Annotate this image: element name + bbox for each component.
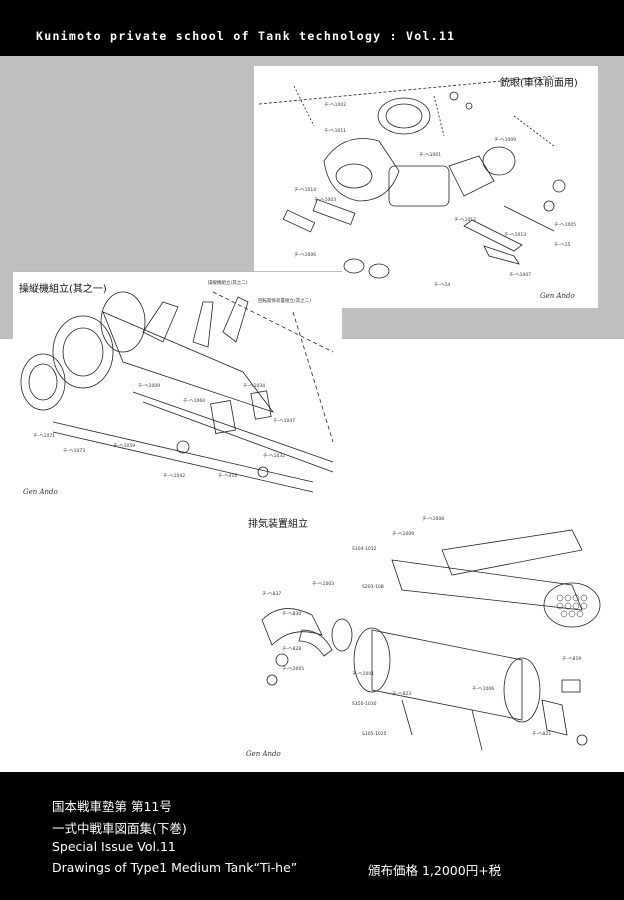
svg-text:S150-1030: S150-1030 (352, 701, 377, 707)
svg-text:回転関係装置組立(其之二): 回転関係装置組立(其之二) (258, 297, 311, 304)
svg-text:チ-ヘ828: チ-ヘ828 (282, 646, 301, 652)
svg-text:チ-ヘ1011: チ-ヘ1011 (324, 128, 346, 134)
svg-text:チ-ヘ1042: チ-ヘ1042 (163, 473, 185, 479)
footer-band: 国本戦車塾第 第11号 一式中戦車図面集(下巻) Special Issue V… (0, 772, 624, 900)
svg-text:チ-ヘ1059: チ-ヘ1059 (113, 443, 135, 449)
svg-text:チ-ヘ1003: チ-ヘ1003 (312, 581, 334, 587)
svg-text:チ-ヘ1014: チ-ヘ1014 (294, 187, 316, 193)
issue-subtitle: Special Issue Vol.11 (52, 839, 176, 854)
svg-text:チ-ヘ837: チ-ヘ837 (262, 591, 281, 597)
svg-text:チ-ヘ1013: チ-ヘ1013 (504, 232, 526, 238)
svg-text:チ-ヘ1001: チ-ヘ1001 (352, 671, 374, 677)
svg-text:チ-ヘ819: チ-ヘ819 (562, 656, 581, 662)
drawing-gun-port: チ-ヘ1002 チ-ヘ1011 チ-ヘ1001 チ-ヘ1009 チ-ヘ1014 チ-ヘ… (254, 66, 598, 308)
svg-text:S105-1025: S105-1025 (362, 731, 387, 737)
signature: Gen Ando (246, 750, 281, 758)
header-band: Kunimoto private school of Tank technolo… (0, 0, 624, 56)
svg-text:S104-1012: S104-1012 (352, 546, 377, 552)
svg-text:チ-ヘ1034: チ-ヘ1034 (243, 383, 265, 389)
issue-english-title: Drawings of Type1 Medium Tank“Ti-he” (52, 860, 298, 875)
svg-text:チ-ヘ1005: チ-ヘ1005 (282, 666, 304, 672)
svg-text:チ-ヘ1009: チ-ヘ1009 (494, 137, 516, 143)
svg-text:チ-ヘ1006: チ-ヘ1006 (472, 686, 494, 692)
svg-text:チ-ヘ1008: チ-ヘ1008 (422, 516, 444, 522)
svg-text:チ-ヘ1005: チ-ヘ1005 (554, 222, 576, 228)
svg-text:チ-ヘ1047: チ-ヘ1047 (273, 418, 295, 424)
signature: Gen Ando (540, 292, 575, 300)
svg-text:チ-ヘ1007: チ-ヘ1007 (509, 272, 531, 278)
svg-text:チ-ヘ1009: チ-ヘ1009 (392, 531, 414, 537)
issue-number: 国本戦車塾第 第11号 (52, 799, 172, 814)
gun-port-illustration: チ-ヘ1002 チ-ヘ1011 チ-ヘ1001 チ-ヘ1009 チ-ヘ1014 チ-ヘ… (258, 75, 576, 288)
drawing-title-exhaust: 排気装置組立 (248, 519, 308, 530)
svg-text:チ-ヘ14: チ-ヘ14 (434, 282, 450, 288)
svg-text:操縦機組立(其之二): 操縦機組立(其之二) (208, 279, 248, 286)
svg-text:チ-ヘ15: チ-ヘ15 (554, 242, 570, 248)
svg-text:チ-ヘ416: チ-ヘ416 (218, 473, 237, 479)
issue-title: 一式中戦車図面集(下巻) (52, 821, 187, 836)
drawing-title-gun-port: 銃眼(車体前面用) (500, 78, 578, 89)
svg-text:チ-ヘ1001: チ-ヘ1001 (419, 152, 441, 158)
svg-text:チ-ヘ1073: チ-ヘ1073 (63, 448, 85, 454)
signature: Gen Ando (23, 488, 58, 496)
svg-text:チ-ヘ821: チ-ヘ821 (532, 731, 551, 737)
page-title: Kunimoto private school of Tank technolo… (36, 29, 456, 43)
svg-text:チ-ヘ1060: チ-ヘ1060 (183, 398, 205, 404)
svg-text:チ-ヘ1032: チ-ヘ1032 (263, 453, 285, 459)
svg-text:S203-10B: S203-10B (362, 584, 384, 590)
svg-text:チ-ヘ1002: チ-ヘ1002 (324, 102, 346, 108)
svg-text:チ-ヘ1009: チ-ヘ1009 (138, 383, 160, 389)
steering-illustration: 操縦機組立(其之二) 回転関係装置組立(其之二) チ-ヘ1009チ-ヘ1060 … (20, 279, 334, 493)
svg-text:チ-ヘ1006: チ-ヘ1006 (294, 252, 316, 258)
svg-text:チ-ヘ1012: チ-ヘ1012 (454, 217, 476, 223)
price-label: 頒布価格 1,2000円+税 (368, 863, 502, 878)
svg-text:チ-ヘ823: チ-ヘ823 (392, 691, 411, 697)
svg-text:チ-ヘ1003: チ-ヘ1003 (314, 197, 336, 203)
drawing-title-steering: 操縦機組立(其之一) (19, 284, 107, 295)
svg-text:チ-ヘ1071: チ-ヘ1071 (33, 433, 55, 439)
svg-text:チ-ヘ830: チ-ヘ830 (282, 611, 301, 617)
